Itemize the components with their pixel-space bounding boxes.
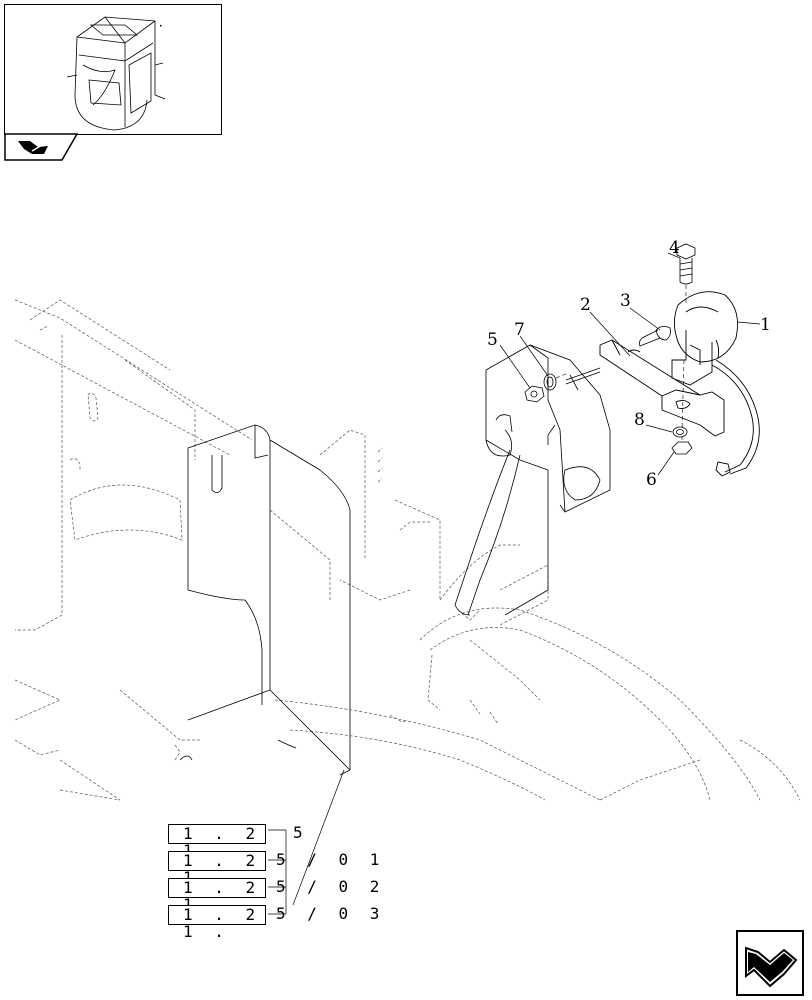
reference-suffix-3: 5 / 0 2 xyxy=(276,877,386,896)
assembly-axes xyxy=(555,285,687,442)
reference-box-2[interactable]: 1 . 2 1 . xyxy=(168,851,266,886)
reference-box-1[interactable]: 1 . 2 1 . xyxy=(168,824,266,859)
mounting-bracket-arm xyxy=(599,339,725,437)
bolt-3 xyxy=(655,326,671,341)
washer-7 xyxy=(543,373,557,391)
reference-suffix-4: 5 / 0 3 xyxy=(276,904,386,923)
callout-5: 5 xyxy=(487,330,498,350)
rear-mount-structure xyxy=(454,344,611,616)
reference-box-3[interactable]: 1 . 2 1 . xyxy=(168,878,266,913)
reference-box-4[interactable]: 1 . 2 1 . xyxy=(168,905,266,940)
reference-suffix-2: 5 / 0 1 xyxy=(276,850,386,869)
callout-7: 7 xyxy=(514,320,525,340)
nut-6 xyxy=(671,441,693,455)
callout-3: 3 xyxy=(620,291,631,311)
callout-1: 1 xyxy=(760,315,771,335)
washer-8 xyxy=(672,426,688,438)
bolt-4 xyxy=(676,243,696,260)
reference-suffix-1: 5 xyxy=(293,823,309,842)
next-page-arrow-icon[interactable] xyxy=(736,930,804,996)
nut-5 xyxy=(524,385,545,403)
callout-8: 8 xyxy=(634,410,645,430)
callout-6: 6 xyxy=(646,470,657,490)
frame-structure-background xyxy=(14,299,801,801)
horn-assembly xyxy=(671,291,760,477)
bracket-plate xyxy=(179,424,351,776)
callout-2: 2 xyxy=(580,295,591,315)
overview-thumbnail: • xyxy=(4,4,222,135)
cab-thumbnail-icon: • xyxy=(66,16,166,131)
fasteners xyxy=(524,243,696,455)
svg-text:•: • xyxy=(159,23,163,30)
book-page-icon[interactable] xyxy=(4,133,78,161)
callout-4: 4 xyxy=(669,238,680,258)
leader-lines xyxy=(268,252,761,915)
